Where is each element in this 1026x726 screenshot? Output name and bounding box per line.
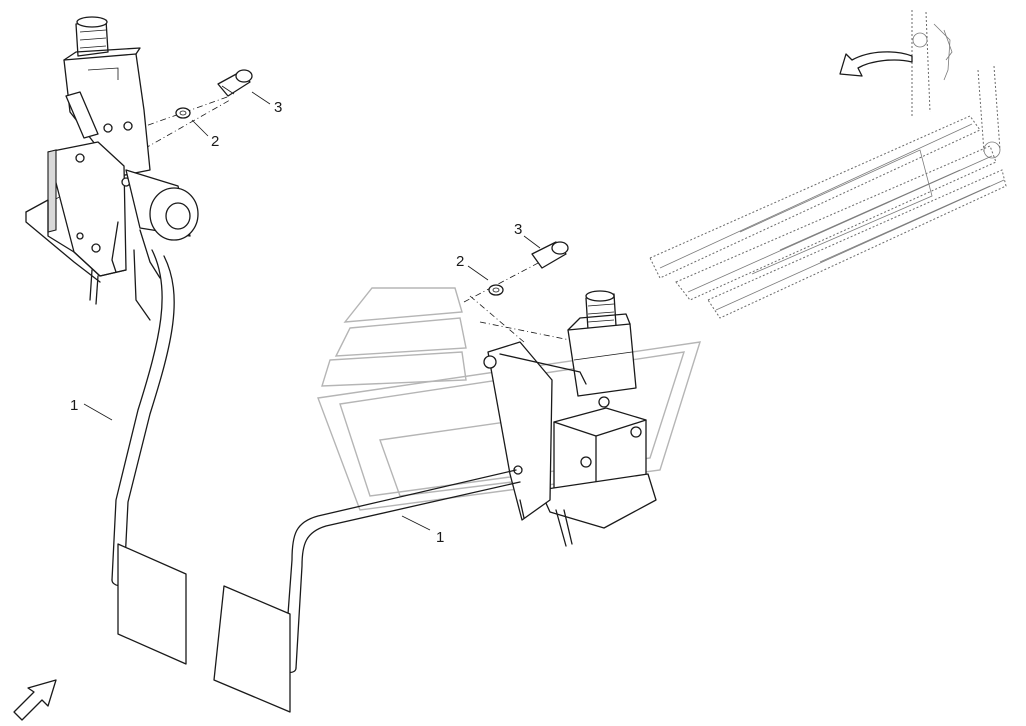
callout-left-2: 2 xyxy=(211,133,219,150)
left-pedal-assembly xyxy=(25,16,231,665)
right-pedal-assembly xyxy=(213,261,657,713)
callout-right-3: 3 xyxy=(514,221,522,238)
direction-arrow-icon xyxy=(13,679,57,721)
right-washer xyxy=(488,284,504,296)
callout-right-2: 2 xyxy=(456,253,464,270)
callout-left-3: 3 xyxy=(274,99,282,116)
left-callouts: 3 2 1 xyxy=(70,91,282,421)
right-bolt xyxy=(531,241,569,269)
chain-conveyor xyxy=(649,10,1007,319)
callout-left-1: 1 xyxy=(70,397,78,414)
curved-arrow-icon xyxy=(839,51,913,77)
left-bolt xyxy=(217,69,253,97)
callout-right-1: 1 xyxy=(436,529,444,546)
left-washer xyxy=(175,107,191,119)
right-callouts: 3 2 1 xyxy=(401,221,541,546)
